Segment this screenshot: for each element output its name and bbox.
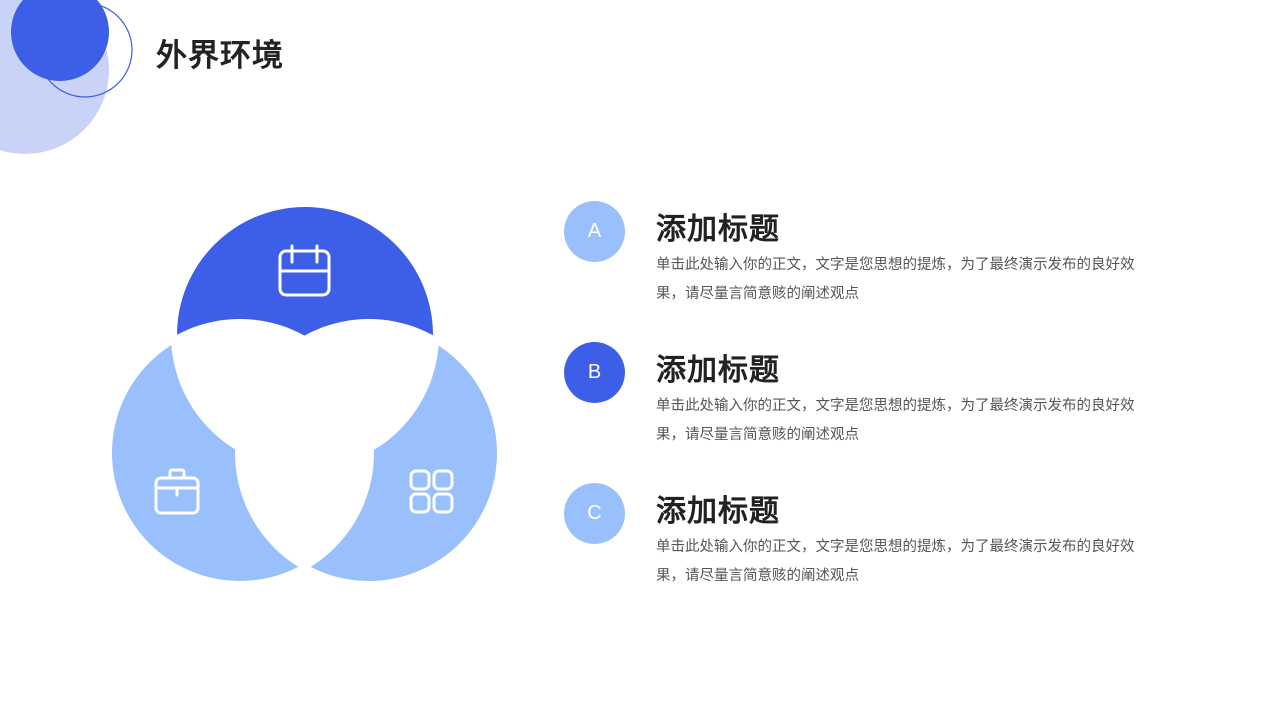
badge-b: B — [564, 342, 625, 403]
item-title: 添加标题 — [656, 212, 780, 247]
list-item-c: C 添加标题 单击此处输入你的正文，文字是您思想的提炼，为了最终演示发布的良好效… — [564, 483, 1184, 603]
page-title: 外界环境 — [156, 38, 284, 74]
item-title: 添加标题 — [656, 353, 780, 388]
decor-circle-solid — [11, 0, 109, 81]
decor-circle-outline — [37, 2, 133, 98]
briefcase-icon — [154, 468, 200, 515]
list-item-b: B 添加标题 单击此处输入你的正文，文字是您思想的提炼，为了最终演示发布的良好效… — [564, 342, 1184, 462]
venn-segment-right — [241, 325, 497, 581]
calendar-icon — [278, 244, 331, 297]
badge-c: C — [564, 483, 625, 544]
badge-a: A — [564, 201, 625, 262]
list-item-a: A 添加标题 单击此处输入你的正文，文字是您思想的提炼，为了最终演示发布的良好效… — [564, 201, 1184, 321]
item-body: 单击此处输入你的正文，文字是您思想的提炼，为了最终演示发布的良好效果，请尽量言简… — [656, 539, 1135, 584]
item-title: 添加标题 — [656, 494, 780, 529]
venn-diagram — [112, 207, 497, 581]
grid-icon — [409, 469, 454, 514]
item-body: 单击此处输入你的正文，文字是您思想的提炼，为了最终演示发布的良好效果，请尽量言简… — [656, 398, 1135, 443]
item-body: 单击此处输入你的正文，文字是您思想的提炼，为了最终演示发布的良好效果，请尽量言简… — [656, 257, 1135, 302]
header-decoration — [0, 0, 133, 154]
